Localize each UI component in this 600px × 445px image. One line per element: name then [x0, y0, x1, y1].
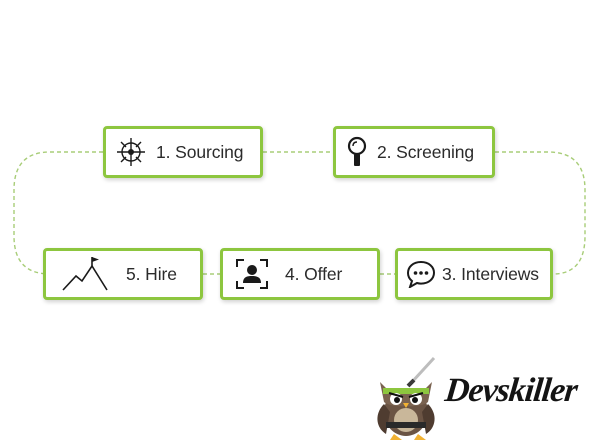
stage-label: 3. Interviews	[442, 263, 539, 284]
stage-offer: 4. Offer	[220, 248, 380, 300]
speech-bubble-icon	[406, 260, 436, 288]
magnifier-icon	[347, 136, 367, 166]
stage-label: 2. Screening	[377, 141, 475, 162]
devskiller-logo: Devskiller	[372, 356, 596, 442]
stage-interviews: 3. Interviews	[395, 248, 553, 300]
stage-sourcing: 1. Sourcing	[103, 126, 263, 178]
stage-screening: 2. Screening	[333, 126, 495, 178]
stage-label: 1. Sourcing	[156, 141, 244, 162]
person-frame-icon	[236, 259, 268, 289]
stage-hire: 5. Hire	[43, 248, 203, 300]
stage-label: 4. Offer	[285, 263, 343, 284]
owl-ninja-icon	[377, 356, 436, 440]
brand-name: Devskiller	[443, 372, 579, 409]
target-crosshair-icon	[117, 138, 145, 166]
stage-label: 5. Hire	[126, 263, 177, 284]
mountain-flag-icon	[62, 257, 108, 291]
